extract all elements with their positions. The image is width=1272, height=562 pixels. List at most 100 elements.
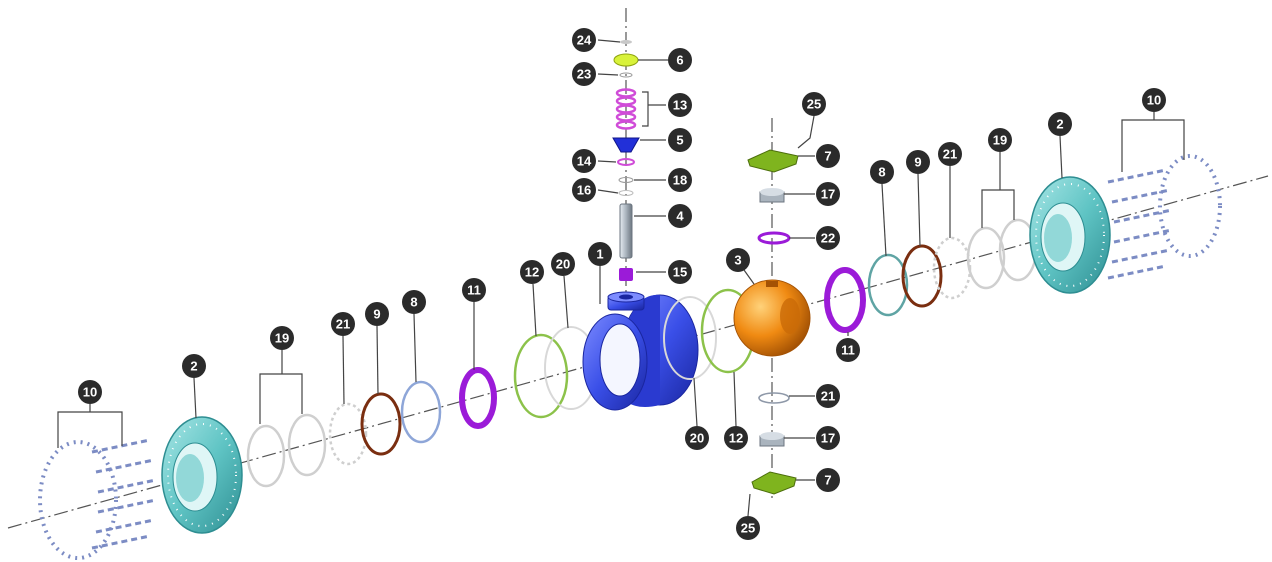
part-24 — [620, 40, 632, 44]
callout-7-bottom: 7 — [816, 468, 840, 492]
ring-20-right — [663, 296, 717, 380]
svg-text:3: 3 — [734, 253, 741, 268]
ring-9-left — [360, 392, 402, 456]
svg-text:12: 12 — [729, 431, 743, 446]
callout-9-right: 9 — [906, 150, 930, 174]
seat-ring-11-left — [459, 367, 497, 429]
callout-11-left: 11 — [462, 278, 486, 302]
callout-11-right: 11 — [836, 338, 860, 362]
svg-text:16: 16 — [577, 183, 591, 198]
bolt-set-right — [1107, 154, 1222, 280]
svg-text:14: 14 — [577, 154, 592, 169]
callout-2-left: 2 — [182, 354, 206, 378]
svg-text:17: 17 — [821, 431, 835, 446]
leader-lines — [57, 39, 1185, 517]
svg-text:6: 6 — [676, 53, 683, 68]
gasket-set-right — [932, 218, 1038, 300]
callout-13: 13 — [668, 93, 692, 117]
svg-text:2: 2 — [190, 359, 197, 374]
callout-23: 23 — [572, 62, 596, 86]
svg-text:11: 11 — [467, 283, 481, 298]
part-5 — [612, 137, 640, 153]
bracket-7-bottom — [751, 471, 797, 495]
callouts: 24 6 23 13 5 14 18 16 4 15 1 20 12 11 8 … — [78, 28, 1166, 540]
callout-21-right: 21 — [938, 142, 962, 166]
svg-text:19: 19 — [993, 133, 1007, 148]
svg-text:11: 11 — [841, 343, 855, 358]
callout-24: 24 — [572, 28, 596, 52]
callout-9-left: 9 — [365, 302, 389, 326]
key-15 — [619, 268, 633, 281]
svg-text:10: 10 — [83, 385, 97, 400]
flange-left — [161, 416, 243, 534]
part-13 — [615, 88, 637, 130]
svg-text:17: 17 — [821, 187, 835, 202]
svg-text:21: 21 — [821, 389, 835, 404]
gasket-set-left — [246, 402, 368, 488]
part-16 — [618, 190, 634, 196]
ball — [733, 279, 811, 357]
svg-text:5: 5 — [676, 133, 683, 148]
callout-17-top: 17 — [816, 182, 840, 206]
ring-21-bottom — [758, 392, 790, 404]
part-23 — [619, 72, 633, 78]
callout-19-right: 19 — [988, 128, 1012, 152]
callout-5: 5 — [668, 128, 692, 152]
part-18 — [618, 177, 634, 183]
svg-text:8: 8 — [410, 295, 417, 310]
svg-text:20: 20 — [556, 257, 570, 272]
callout-10-left: 10 — [78, 380, 102, 404]
svg-text:7: 7 — [824, 149, 831, 164]
callout-22: 22 — [816, 226, 840, 250]
ring-12-left — [513, 333, 569, 419]
ring-8-left — [400, 380, 442, 444]
bolt-set-left — [38, 438, 157, 560]
callout-14: 14 — [572, 149, 596, 173]
part-14 — [617, 158, 635, 166]
ring-8-right — [867, 253, 909, 317]
svg-text:23: 23 — [577, 67, 591, 82]
svg-text:25: 25 — [807, 97, 821, 112]
callout-20-right: 20 — [685, 426, 709, 450]
callout-7-top: 7 — [816, 144, 840, 168]
svg-text:21: 21 — [336, 317, 350, 332]
trunnion-parts-top — [747, 149, 799, 245]
callout-8-left: 8 — [402, 290, 426, 314]
svg-text:8: 8 — [878, 165, 885, 180]
part-6 — [613, 53, 639, 67]
callout-12-left: 12 — [520, 260, 544, 284]
bracket-7-top — [747, 149, 799, 173]
ring-9-right — [901, 244, 943, 308]
callout-19-left: 19 — [270, 326, 294, 350]
svg-text:18: 18 — [673, 173, 687, 188]
trunnion-parts-bottom — [751, 392, 797, 495]
svg-text:24: 24 — [577, 33, 592, 48]
ring-22 — [757, 231, 791, 245]
svg-text:22: 22 — [821, 231, 835, 246]
callout-17-bottom: 17 — [816, 426, 840, 450]
svg-text:4: 4 — [676, 209, 684, 224]
svg-text:7: 7 — [824, 473, 831, 488]
svg-text:9: 9 — [373, 307, 380, 322]
callout-18: 18 — [668, 168, 692, 192]
svg-text:25: 25 — [741, 521, 755, 536]
callout-2-right: 2 — [1048, 112, 1072, 136]
svg-text:20: 20 — [690, 431, 704, 446]
svg-text:19: 19 — [275, 331, 289, 346]
callout-20-left: 20 — [551, 252, 575, 276]
valve-body — [582, 291, 699, 411]
svg-text:1: 1 — [596, 247, 603, 262]
svg-text:9: 9 — [914, 155, 921, 170]
seat-ring-11-right — [824, 267, 866, 333]
callout-10-right: 10 — [1142, 88, 1166, 112]
svg-text:12: 12 — [525, 265, 539, 280]
svg-text:21: 21 — [943, 147, 957, 162]
callout-8-right: 8 — [870, 160, 894, 184]
callout-1: 1 — [588, 242, 612, 266]
callout-3: 3 — [726, 248, 750, 272]
svg-text:10: 10 — [1147, 93, 1161, 108]
callout-15: 15 — [668, 260, 692, 284]
callout-4: 4 — [668, 204, 692, 228]
flange-right — [1029, 176, 1111, 294]
